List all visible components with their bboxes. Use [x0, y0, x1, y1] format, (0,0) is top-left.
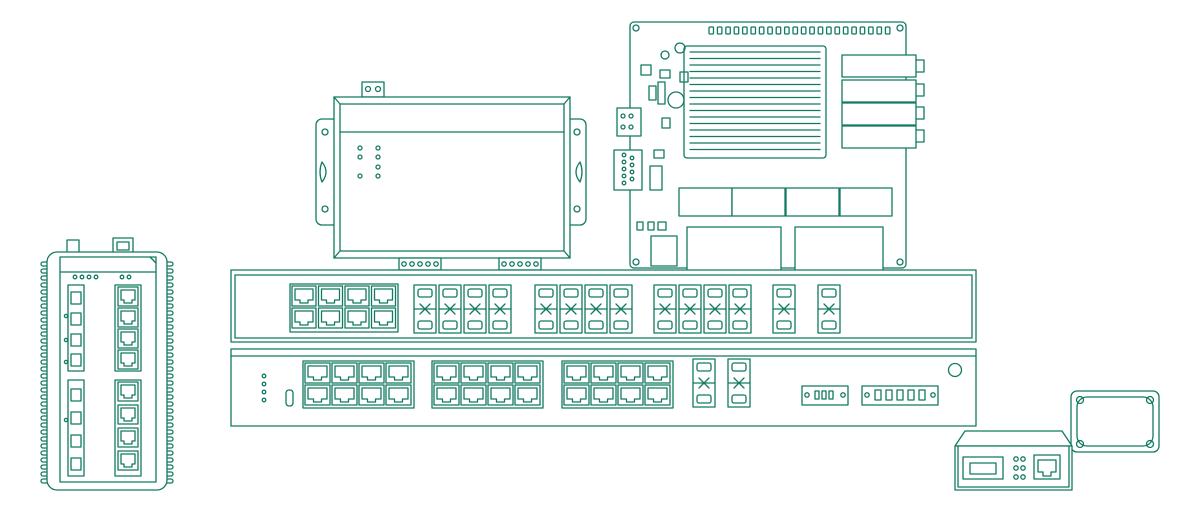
circuit-board-icon	[613, 21, 925, 273]
media-converter-icon	[954, 430, 1073, 491]
rack-switch-icon	[230, 348, 977, 427]
enclosure-plate-icon	[1070, 390, 1160, 453]
rack-switch-icon	[230, 269, 977, 343]
serial-server-icon	[315, 81, 587, 271]
din-rail-switch-icon	[40, 237, 174, 491]
